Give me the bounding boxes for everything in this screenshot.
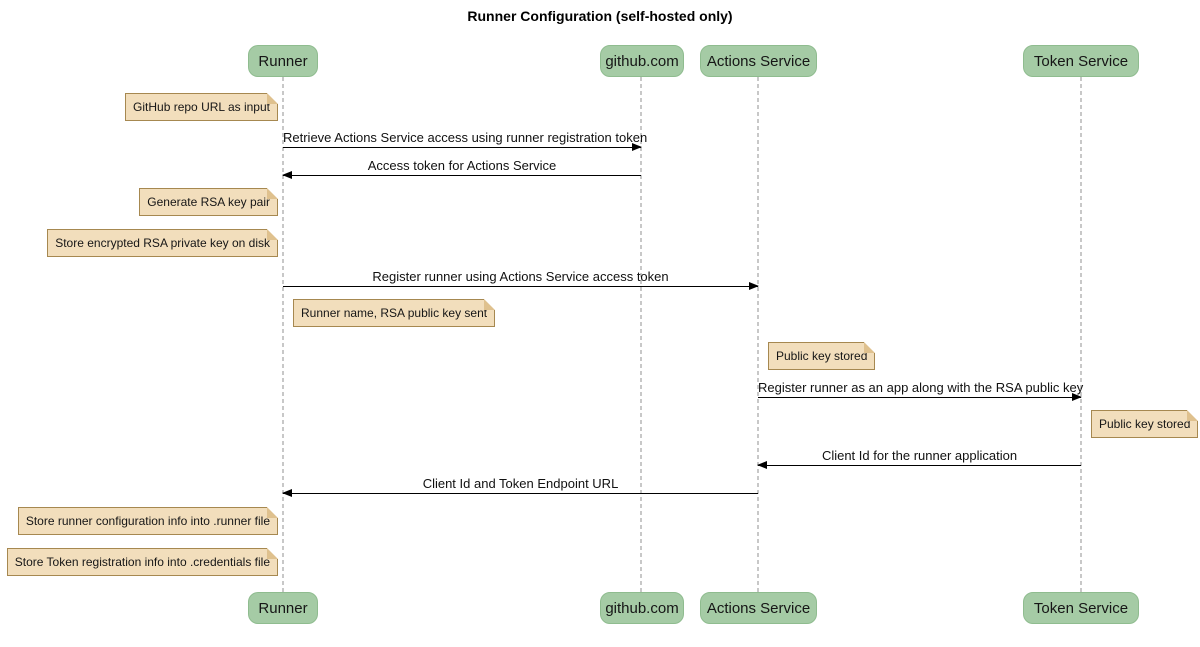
arrowhead-right-icon (749, 282, 759, 290)
lifeline-github (640, 77, 642, 592)
participant-actions-service-bottom: Actions Service (700, 592, 817, 624)
participant-label: github.com (605, 52, 679, 70)
message-label: Client Id for the runner application (821, 448, 1018, 463)
note-public-key-stored-actions: Public key stored (768, 342, 876, 370)
participant-token-service-bottom: Token Service (1023, 592, 1139, 624)
lifeline-token-service (1080, 77, 1082, 592)
note-store-private-key: Store encrypted RSA private key on disk (47, 229, 278, 257)
participant-actions-service-top: Actions Service (700, 45, 817, 77)
note-github-repo-url: GitHub repo URL as input (125, 93, 278, 121)
note-store-runner-file: Store runner configuration info into .ru… (17, 507, 279, 535)
arrowhead-left-icon (282, 489, 292, 497)
message-access-token: Access token for Actions Service (282, 158, 641, 179)
note-text: Public key stored (1099, 417, 1191, 431)
participant-label: Runner (258, 599, 308, 617)
message-label: Retrieve Actions Service access using ru… (283, 130, 648, 145)
message-register-runner: Register runner using Actions Service ac… (283, 269, 759, 290)
note-text: GitHub repo URL as input (133, 100, 270, 114)
participant-token-service-top: Token Service (1023, 45, 1139, 77)
message-client-id-endpoint: Client Id and Token Endpoint URL (282, 476, 758, 497)
participant-label: Actions Service (706, 599, 811, 617)
note-public-key-stored-token: Public key stored (1091, 410, 1199, 438)
note-text: Generate RSA key pair (147, 195, 270, 209)
participant-runner-bottom: Runner (248, 592, 318, 624)
participant-label: Token Service (1033, 599, 1129, 617)
participant-github-bottom: github.com (600, 592, 684, 624)
message-label: Access token for Actions Service (367, 158, 557, 173)
participant-runner-top: Runner (248, 45, 318, 77)
participant-label: Token Service (1033, 52, 1129, 70)
note-text: Store Token registration info into .cred… (14, 555, 270, 569)
message-label: Client Id and Token Endpoint URL (422, 476, 619, 491)
participant-github-top: github.com (600, 45, 684, 77)
message-label: Register runner as an app along with the… (758, 380, 1084, 395)
note-text: Store runner configuration info into .ru… (25, 514, 270, 528)
note-text: Store encrypted RSA private key on disk (55, 236, 270, 250)
note-runner-name-public-key: Runner name, RSA public key sent (293, 299, 496, 327)
lifeline-runner (282, 77, 284, 592)
participant-label: github.com (605, 599, 679, 617)
message-retrieve-actions-access: Retrieve Actions Service access using ru… (283, 130, 647, 151)
diagram-title: Runner Configuration (self-hosted only) (467, 8, 733, 24)
message-client-id-runner-app: Client Id for the runner application (757, 448, 1081, 469)
arrowhead-left-icon (757, 461, 767, 469)
participant-label: Runner (258, 52, 308, 70)
arrowhead-right-icon (632, 143, 642, 151)
participant-label: Actions Service (706, 52, 811, 70)
message-label: Register runner using Actions Service ac… (372, 269, 669, 284)
note-store-credentials-file: Store Token registration info into .cred… (6, 548, 279, 576)
note-text: Public key stored (776, 349, 868, 363)
message-register-runner-app: Register runner as an app along with the… (758, 380, 1083, 401)
arrowhead-right-icon (1072, 393, 1082, 401)
lifeline-actions-service (757, 77, 759, 592)
note-generate-rsa-key-pair: Generate RSA key pair (139, 188, 278, 216)
arrowhead-left-icon (282, 171, 292, 179)
note-text: Runner name, RSA public key sent (301, 306, 488, 320)
